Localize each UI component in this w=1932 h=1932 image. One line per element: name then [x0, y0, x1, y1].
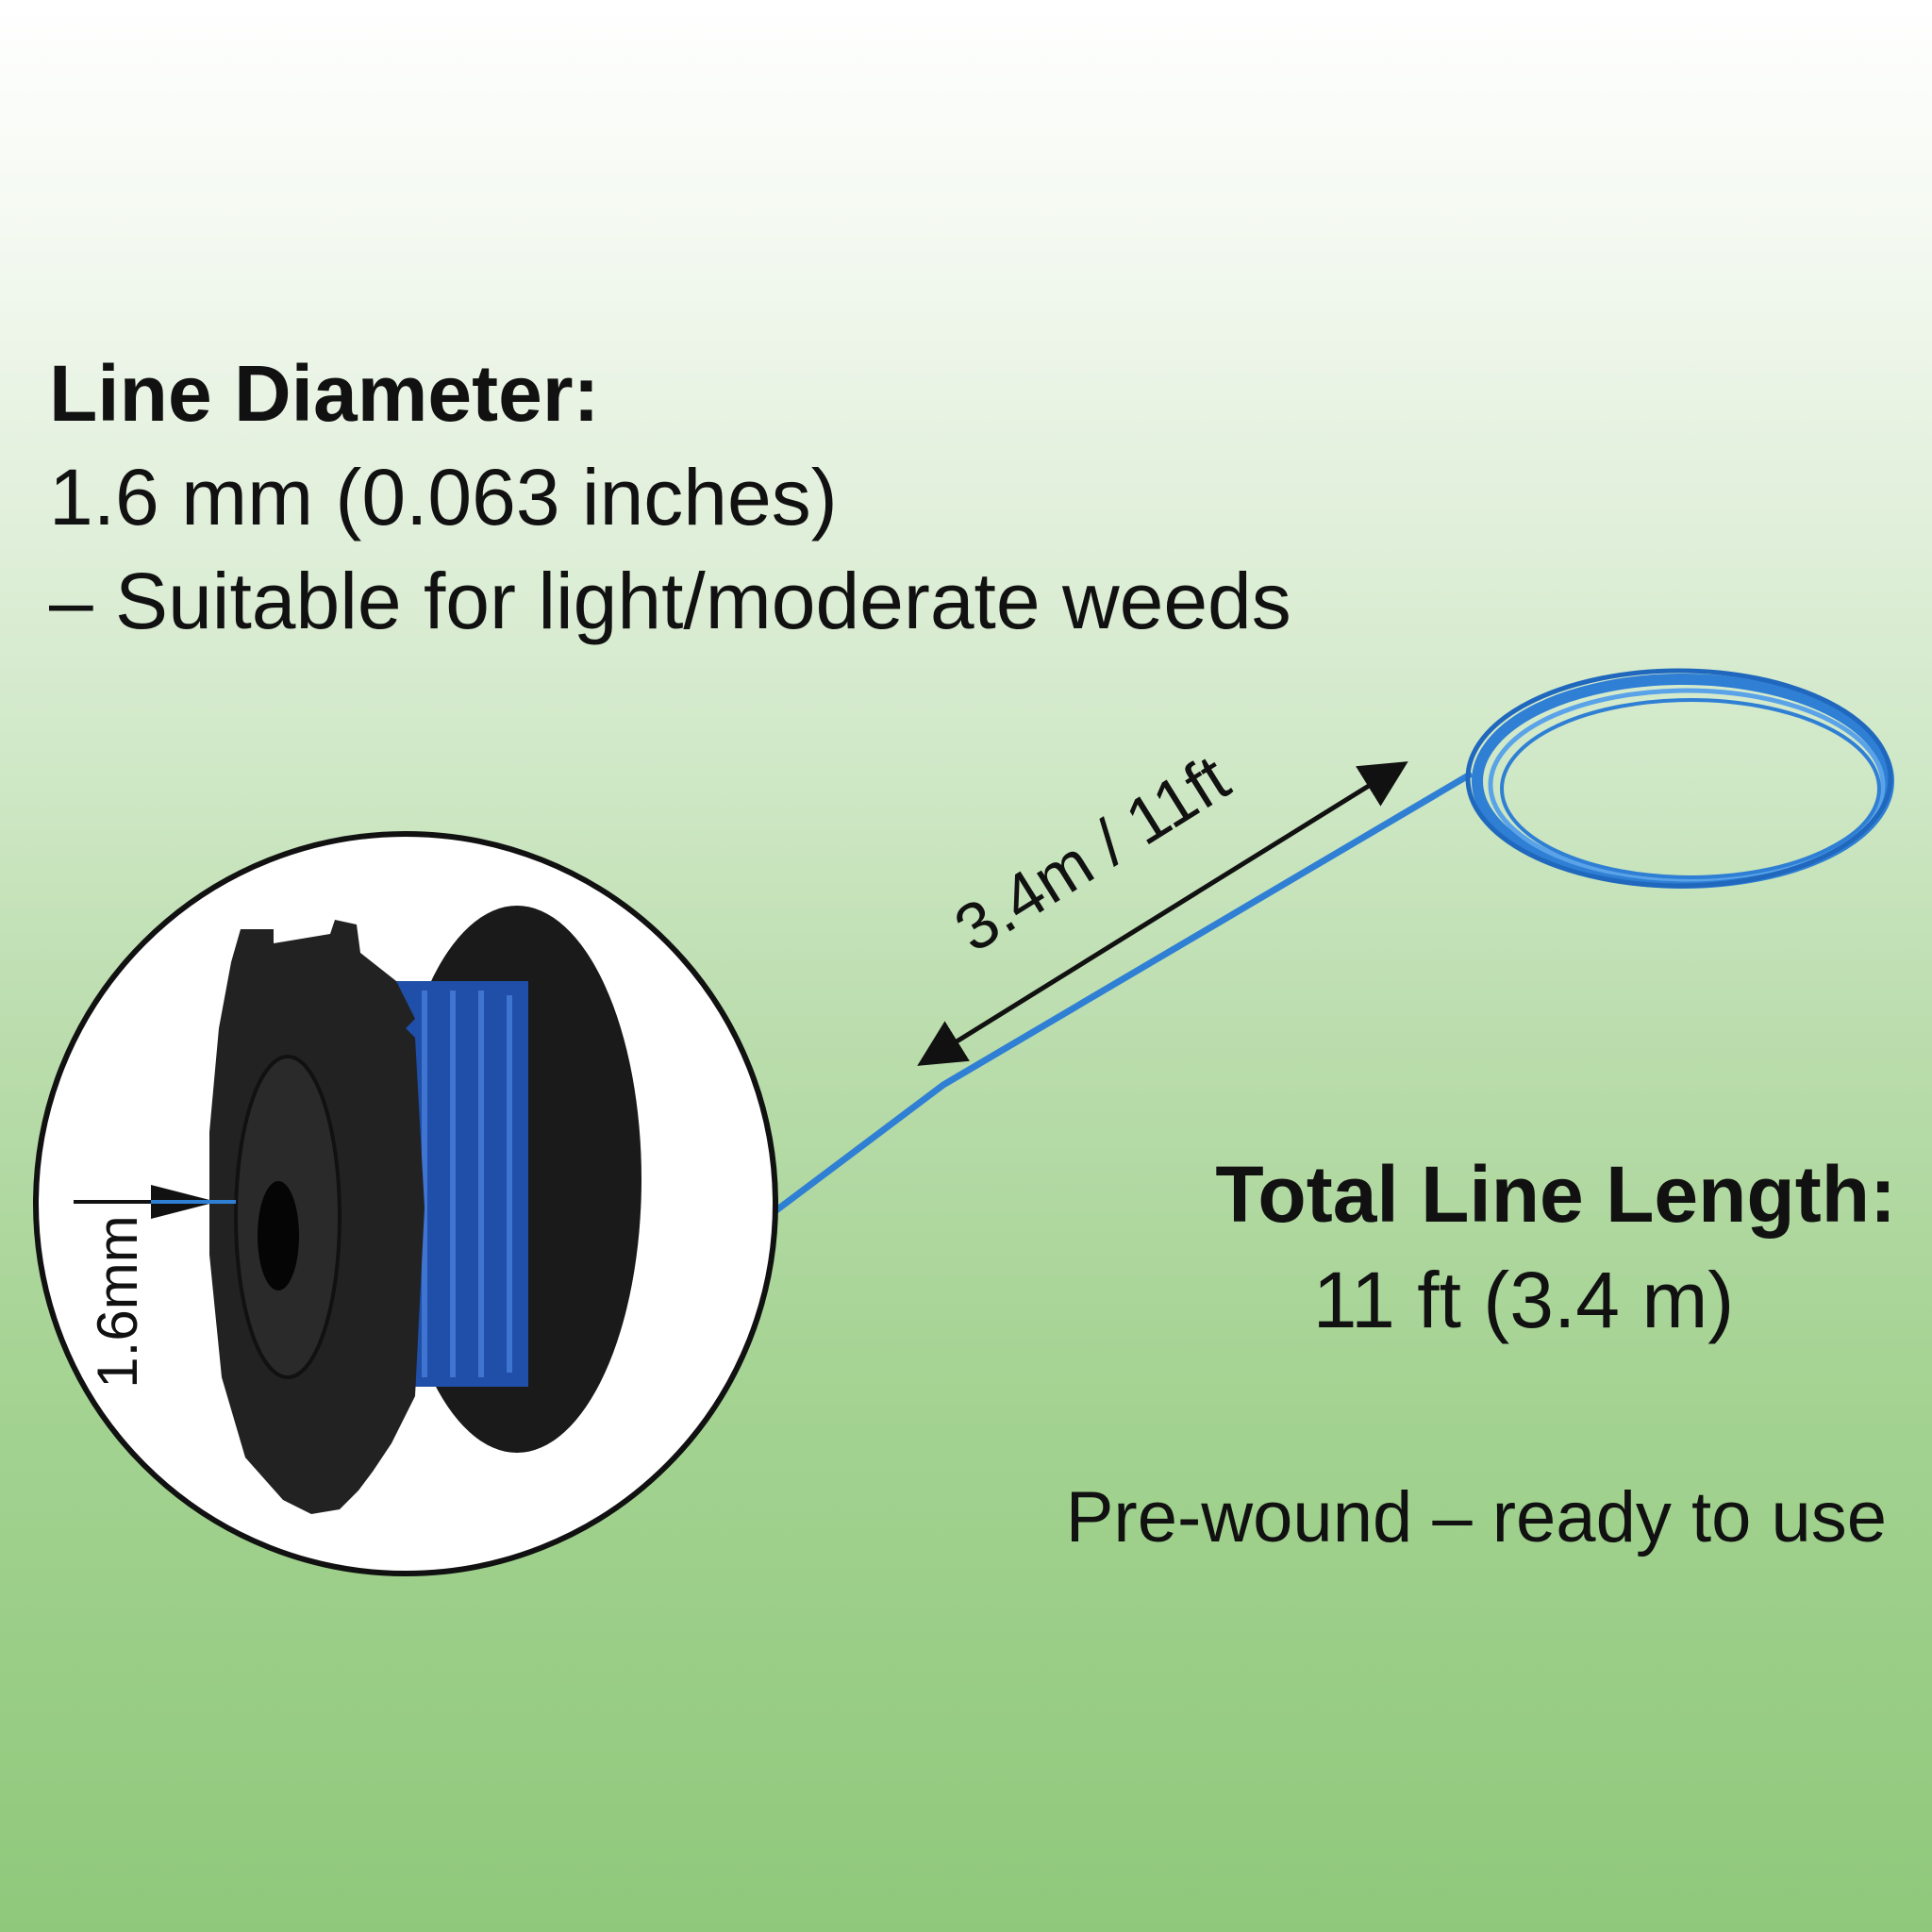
diameter-callout-label: 1.6mm [86, 1215, 149, 1388]
spool-hub-hole [258, 1181, 299, 1291]
length-spec: Total Line Length: 11 ft (3.4 m) [1038, 1141, 1896, 1353]
diameter-note: – Suitable for light/moderate weeds [49, 557, 1291, 645]
line-coil [1465, 668, 1894, 889]
diameter-value: 1.6 mm (0.063 inches) [49, 453, 838, 541]
length-title: Total Line Length: [1215, 1150, 1896, 1239]
diameter-spec: Line Diameter: 1.6 mm (0.063 inches) – S… [49, 341, 1332, 653]
diameter-title: Line Diameter: [49, 349, 600, 438]
length-dimension-arrow [917, 761, 1408, 1066]
length-value: 11 ft (3.4 m) [1312, 1256, 1735, 1344]
spool-magnifier: 1.6mm [33, 831, 778, 1576]
prewound-note: Pre-wound – ready to use [1065, 1477, 1887, 1557]
